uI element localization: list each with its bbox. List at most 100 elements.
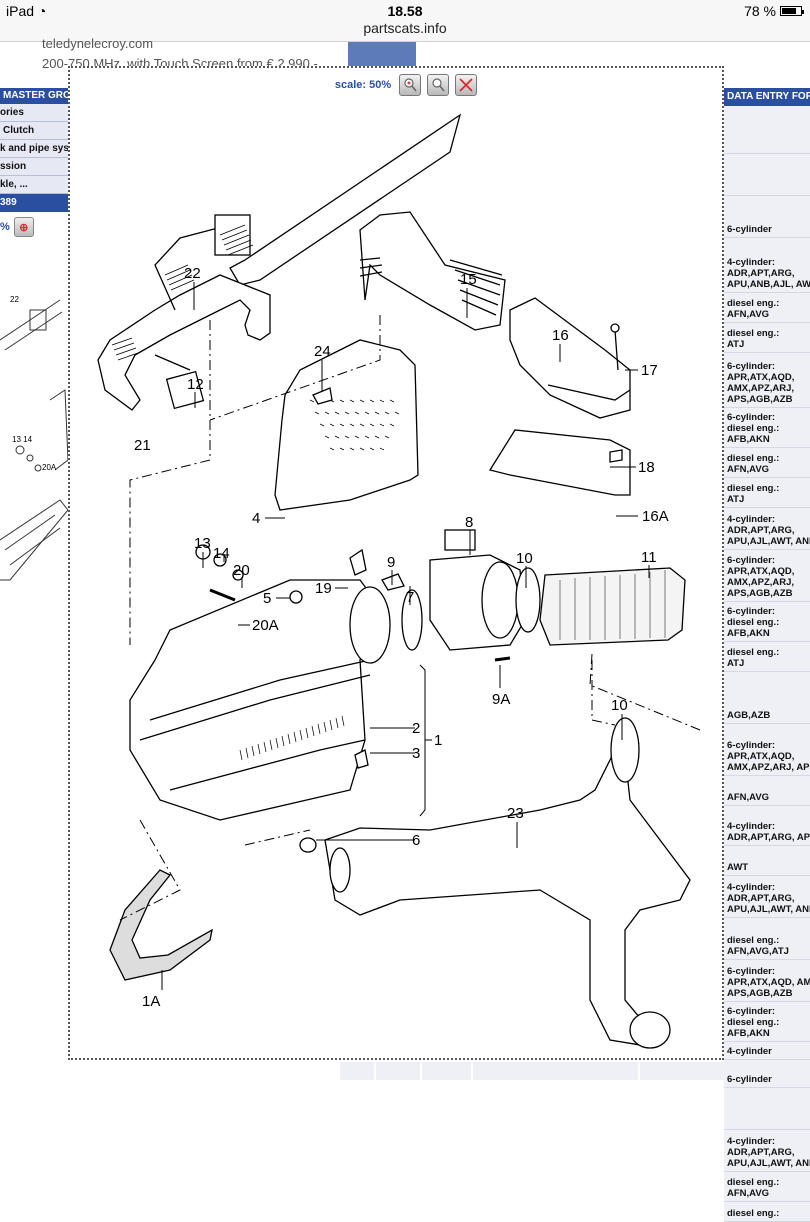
data-entry-header: DATA ENTRY FOR (724, 88, 810, 106)
label-18[interactable]: 18 (638, 459, 655, 476)
label-9A[interactable]: 9A (492, 691, 510, 708)
data-entry-cell: AWT (724, 846, 810, 876)
data-entry-cell: 6-cylinder: APR,ATX,AQD, AMX,APZ,ARJ, AP… (724, 550, 810, 602)
data-entry-cell: 6-cylinder: APR,ATX,AQD, AMX,APZ,ARJ, AP… (724, 353, 810, 408)
address-bar[interactable]: partscats.info (363, 20, 447, 36)
master-groups-panel: MASTER GROUPS ories Clutch k and pipe sy… (0, 88, 70, 212)
label-12[interactable]: 12 (187, 376, 204, 393)
zoom-in-button[interactable] (399, 74, 422, 96)
label-6[interactable]: 6 (412, 832, 420, 849)
battery-status: 78 % (744, 3, 804, 19)
close-icon (459, 78, 473, 92)
part-20A-bolt (209, 588, 236, 602)
label-3[interactable]: 3 (412, 745, 420, 762)
data-entry-cell: diesel eng.: ATJ (724, 642, 810, 672)
table-cell (421, 1062, 472, 1080)
part-10b-clamp (610, 717, 640, 783)
group-item[interactable]: Clutch (0, 122, 70, 140)
label-20A[interactable]: 20A (252, 617, 279, 634)
battery-fill (782, 8, 797, 14)
thumbnail-diagram: 22 13 14 20A (0, 295, 69, 581)
part-9-clip (381, 573, 405, 591)
zoom-out-icon (432, 78, 445, 92)
label-1[interactable]: 1 (434, 732, 442, 749)
data-entry-cell: 6-cylinder: APR,ATX,AQD, AMX,APZ,ARJ, AP… (724, 724, 810, 776)
data-entry-cell: diesel eng.: AFN,AVG,ATJ (724, 918, 810, 960)
clock: 18.58 (387, 3, 423, 19)
close-button[interactable] (455, 74, 478, 96)
svg-text:13 14: 13 14 (12, 435, 33, 444)
left-scale-label: % (0, 221, 10, 233)
label-16[interactable]: 16 (552, 327, 569, 344)
device-wifi: iPad ◔ (6, 3, 46, 19)
filter-ribs (239, 715, 345, 761)
diagram-lines (97, 113, 691, 1049)
diagram-popup: scale: 50% (68, 66, 724, 1060)
label-19[interactable]: 19 (315, 580, 332, 597)
group-item[interactable]: ssion (0, 158, 70, 176)
label-10b[interactable]: 10 (611, 697, 628, 714)
battery-icon (780, 6, 804, 16)
part-21-nut (165, 370, 205, 410)
label-4[interactable]: 4 (252, 510, 260, 527)
part-6-grommet (299, 837, 317, 853)
label-8[interactable]: 8 (465, 514, 473, 531)
group-item[interactable]: k and pipe syst (0, 140, 70, 158)
parts-exploded-diagram: 22 15 16 17 24 12 21 18 4 16A 8 13 14 20… (97, 113, 701, 1049)
part-12-bolt (154, 354, 191, 371)
label-7[interactable]: 7 (406, 589, 414, 606)
table-cell (340, 1062, 374, 1080)
device-name: iPad (6, 3, 35, 19)
part-14-washer (213, 553, 227, 567)
part-8-maf (429, 529, 526, 651)
data-entry-cell: 6-cylinder: APR,ATX,AQD, AMX APS,AGB,AZB (724, 960, 810, 1002)
battery-percent: 78 % (744, 3, 776, 19)
data-entry-cell: 6-cylinder: diesel eng.: AFB,AKN (724, 602, 810, 642)
data-entry-cell: diesel eng.: (724, 1202, 810, 1222)
zoom-out-button[interactable] (427, 74, 450, 96)
label-23[interactable]: 23 (507, 805, 524, 822)
label-1A[interactable]: 1A (142, 993, 160, 1010)
group-item[interactable]: ories (0, 104, 70, 122)
label-21[interactable]: 21 (134, 437, 151, 454)
data-entry-cell: 6-cylinder (724, 1060, 810, 1088)
data-entry-panel: DATA ENTRY FOR 6-cylinder 4-cylinder: ADR… (724, 88, 810, 1222)
leader-lines (161, 282, 650, 990)
data-entry-cell: diesel eng.: ATJ (724, 478, 810, 508)
part-24-clip (312, 387, 333, 405)
scale-label: scale: 50% (334, 79, 392, 91)
label-11[interactable]: 11 (641, 549, 657, 566)
part-10-clamp (515, 567, 541, 633)
label-22[interactable]: 22 (184, 265, 201, 282)
table-cell (640, 1062, 724, 1080)
dashed-guides (119, 315, 701, 921)
label-14[interactable]: 14 (213, 545, 230, 562)
part-4-texture (309, 399, 400, 451)
label-24[interactable]: 24 (314, 343, 331, 360)
label-15[interactable]: 15 (460, 271, 477, 288)
bottom-table-row (340, 1062, 724, 1080)
data-entry-cell: 4-cylinder: ADR,APT,ARG, APU (724, 806, 810, 846)
label-10[interactable]: 10 (516, 550, 533, 567)
data-entry-cell: diesel eng.: AFN,AVG (724, 448, 810, 478)
label-5[interactable]: 5 (263, 590, 271, 607)
label-17[interactable]: 17 (641, 362, 658, 379)
data-entry-cell: 4-cylinder: ADR,APT,ARG, APU,AJL,AWT, AN… (724, 508, 810, 550)
zoom-in-icon[interactable]: ⊕ (13, 217, 34, 237)
label-2[interactable]: 2 (412, 720, 420, 737)
label-16A[interactable]: 16A (642, 508, 669, 525)
ad-link[interactable]: teledynelecroy.com (42, 36, 154, 51)
part-11-hose (539, 567, 686, 646)
thumb-part (29, 309, 47, 331)
data-entry-cell: 4-cylinder (724, 1042, 810, 1060)
part-1A-seal (109, 869, 213, 981)
selected-group[interactable]: 389 (0, 194, 70, 212)
label-9[interactable]: 9 (387, 554, 395, 571)
ios-status-bar: iPad ◔ 18.58 78 % partscats.info (0, 0, 810, 42)
label-13[interactable]: 13 (194, 535, 211, 552)
part-16A-duct (488, 429, 631, 496)
master-groups-header: MASTER GROUPS (0, 88, 70, 104)
data-entry-cell: AFN,AVG (724, 776, 810, 806)
label-20[interactable]: 20 (233, 562, 250, 579)
group-item[interactable]: kle, ... (0, 176, 70, 194)
